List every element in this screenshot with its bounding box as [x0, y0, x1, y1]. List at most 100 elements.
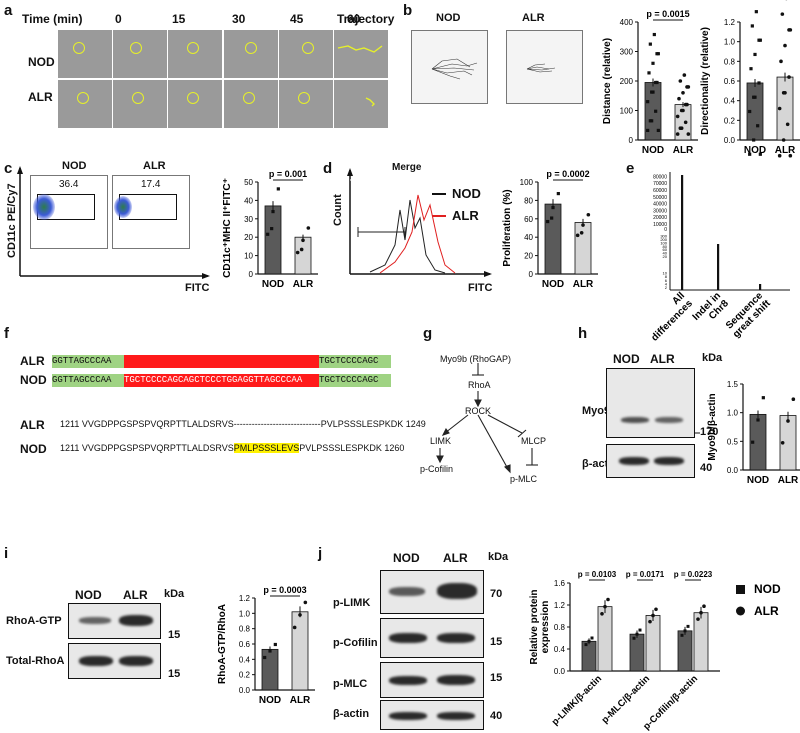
aa-label-nod: NOD	[20, 442, 47, 456]
i-row-total-rhoa: Total-RhoA	[6, 655, 65, 667]
aa-label-alr: ALR	[20, 418, 45, 432]
y-tick-label: 30000	[653, 208, 667, 214]
blot-actin-j	[380, 700, 484, 730]
cell-outline	[77, 92, 89, 104]
blot-pcofilin	[380, 618, 484, 658]
y-tick-label: 400	[620, 18, 634, 27]
micrograph-nod-3	[224, 30, 278, 78]
y-tick-label: 50	[244, 178, 253, 187]
micrograph-nod-4	[279, 30, 333, 78]
i-col-alr: ALR	[123, 588, 148, 602]
point	[263, 655, 267, 660]
track-plot-nod	[411, 30, 488, 104]
x-label-nod: NOD	[747, 475, 769, 486]
node-myo9b: Myo9b (RhoGAP)	[440, 354, 512, 364]
y-tick-label: 60	[524, 215, 533, 224]
point	[650, 90, 654, 94]
point	[681, 91, 685, 95]
y-tick-label: 50000	[653, 195, 667, 201]
point	[777, 106, 782, 111]
x-label-nod: NOD	[744, 145, 766, 156]
point	[299, 247, 304, 252]
y-tick-label: 0.6	[724, 77, 736, 86]
x-label-nod: NOD	[542, 279, 564, 290]
histogram-nod	[369, 199, 446, 274]
time-60: 60	[347, 12, 361, 26]
point	[652, 32, 656, 37]
x-label-alr: ALR	[290, 695, 311, 706]
bar-nod-0	[581, 640, 597, 672]
point	[646, 100, 650, 104]
j-kda: kDa	[488, 551, 509, 563]
y-tick-label: 0.5	[727, 437, 739, 446]
y-tick-label: 0.8	[724, 57, 736, 66]
point	[757, 38, 761, 42]
point	[758, 152, 762, 156]
x-label-alr: ALR	[573, 279, 594, 290]
flow-axes	[17, 166, 210, 279]
blot-pmlc	[380, 662, 484, 698]
point	[686, 132, 691, 136]
blot-actin-h	[606, 444, 695, 478]
y-tick-label: 100	[520, 178, 534, 187]
micrograph-alr-5	[334, 80, 388, 128]
y-tick-label: 200	[660, 237, 667, 242]
y-axis-title: Relative proteinexpression	[529, 589, 551, 664]
y-tick-label: 10000	[653, 222, 667, 228]
bar-sequence-shift	[759, 284, 762, 290]
point	[683, 120, 688, 125]
trajectory-label: Trajectory	[337, 12, 395, 26]
bar-nod	[544, 203, 562, 275]
point	[750, 24, 754, 28]
node-limk: LIMK	[430, 436, 452, 446]
panel-label-i: i	[4, 545, 9, 562]
point	[679, 108, 684, 113]
point	[675, 132, 680, 136]
panel-label-f: f	[4, 325, 9, 342]
pathway-diagram	[436, 363, 538, 474]
h-marker-170: 170	[700, 426, 719, 438]
bar-all-differences	[681, 175, 684, 290]
blot-myo9b	[606, 368, 695, 438]
y-tick-label: 80000	[653, 174, 667, 180]
point	[266, 232, 270, 236]
point	[751, 440, 755, 444]
y-tick-label: 100	[660, 240, 667, 245]
x-label-1: p-MLC/β-actin	[600, 673, 653, 726]
point	[584, 643, 588, 647]
dna-nod-right: TGCTCCCCAGC	[319, 374, 391, 387]
point	[783, 43, 787, 48]
y-tick-label: 6	[665, 278, 668, 283]
x-label-alr: ALR	[778, 475, 799, 486]
cell-outline	[245, 42, 257, 54]
micrograph-nod-5	[334, 30, 388, 78]
histogram-alr	[379, 194, 456, 274]
x-label-0: Alldifferences	[642, 290, 696, 344]
y-tick-label: 40000	[653, 202, 667, 208]
point	[273, 642, 277, 647]
p-value-0: p = 0.0103	[578, 570, 617, 579]
point	[648, 42, 652, 46]
flow-title-alr: ALR	[143, 160, 166, 172]
y-tick-label: 0.8	[239, 625, 251, 634]
point	[781, 138, 786, 142]
cell-outline	[132, 92, 144, 104]
flow-title-nod: NOD	[62, 160, 87, 172]
point	[579, 230, 584, 235]
dna-label-nod: NOD	[20, 373, 47, 387]
point	[600, 612, 604, 616]
cell-outline	[187, 42, 199, 54]
time-30: 30	[232, 12, 246, 26]
y-tick-label: 1.6	[554, 579, 566, 588]
blot-total-rhoa	[68, 643, 161, 679]
time-0: 0	[115, 12, 122, 26]
point	[683, 102, 688, 107]
point	[306, 226, 311, 230]
track-lines-alr	[526, 63, 556, 73]
point	[682, 73, 687, 77]
y-axis-title: Myo9b/β-actin	[707, 393, 718, 460]
point	[654, 80, 658, 85]
node-mlcp: MLCP	[521, 436, 547, 446]
point	[546, 219, 550, 224]
